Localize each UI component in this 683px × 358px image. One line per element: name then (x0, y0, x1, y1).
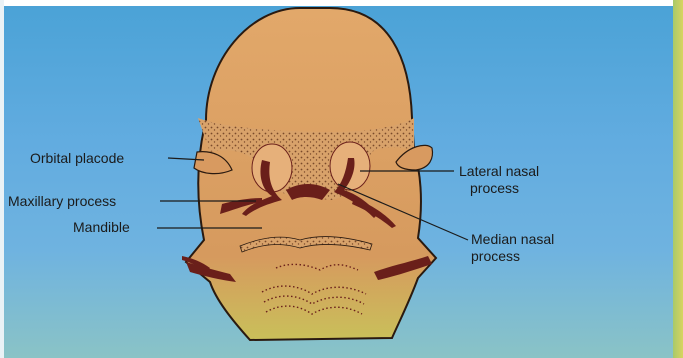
label-lateral-nasal-1: Lateral nasal (459, 163, 539, 180)
label-median-nasal-1: Median nasal (471, 231, 554, 248)
label-mandible: Mandible (73, 219, 130, 236)
left-nasal-pit (252, 144, 292, 192)
label-median-nasal-2: process (471, 248, 520, 265)
label-orbital-placode: Orbital placode (30, 150, 124, 167)
label-lateral-nasal-2: process (470, 180, 519, 197)
label-maxillary-process: Maxillary process (8, 193, 116, 210)
